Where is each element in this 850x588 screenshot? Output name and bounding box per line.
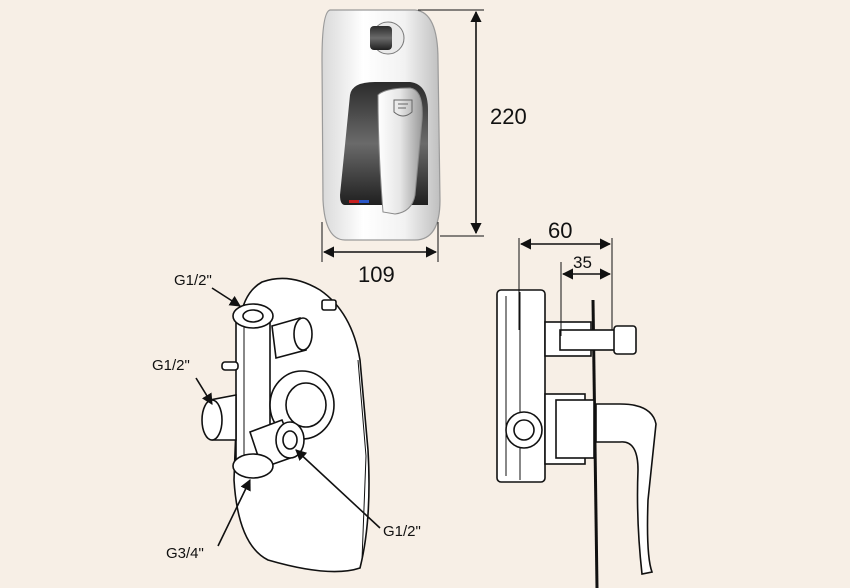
depth-total-value: 60 [548, 218, 572, 243]
front-view-photo [321, 9, 441, 241]
callout-front-outlet: G1/2" [295, 449, 421, 540]
depth-handle-dimension: 35 [560, 253, 612, 336]
front-outlet-label: G1/2" [383, 523, 421, 540]
callout-side-outlet: G1/2" [152, 357, 213, 405]
cold-indicator [359, 200, 369, 203]
lever-handle [377, 87, 423, 215]
side-outlet-label: G1/2" [152, 357, 190, 374]
depth-handle-value: 35 [573, 253, 592, 272]
shield-logo-icon [393, 99, 413, 117]
height-value: 220 [490, 104, 527, 129]
hot-indicator [349, 200, 359, 203]
depth-total-dimension: 60 [518, 218, 613, 330]
width-dimension: 109 [321, 222, 439, 287]
side-diverter-knob [613, 325, 637, 355]
callout-top-outlet: G1/2" [174, 272, 241, 307]
isometric-view [201, 277, 370, 573]
side-lever [595, 403, 657, 575]
diverter-knob [370, 21, 405, 55]
bottom-inlet-label: G3/4" [166, 545, 204, 562]
side-profile-view [496, 289, 657, 588]
callout-bottom-inlet: G3/4" [166, 478, 251, 562]
top-outlet-label: G1/2" [174, 272, 212, 289]
width-value: 109 [358, 262, 395, 287]
height-dimension: 220 [418, 9, 527, 237]
side-main-body [496, 289, 546, 483]
iso-bottom-inlet [232, 453, 274, 479]
